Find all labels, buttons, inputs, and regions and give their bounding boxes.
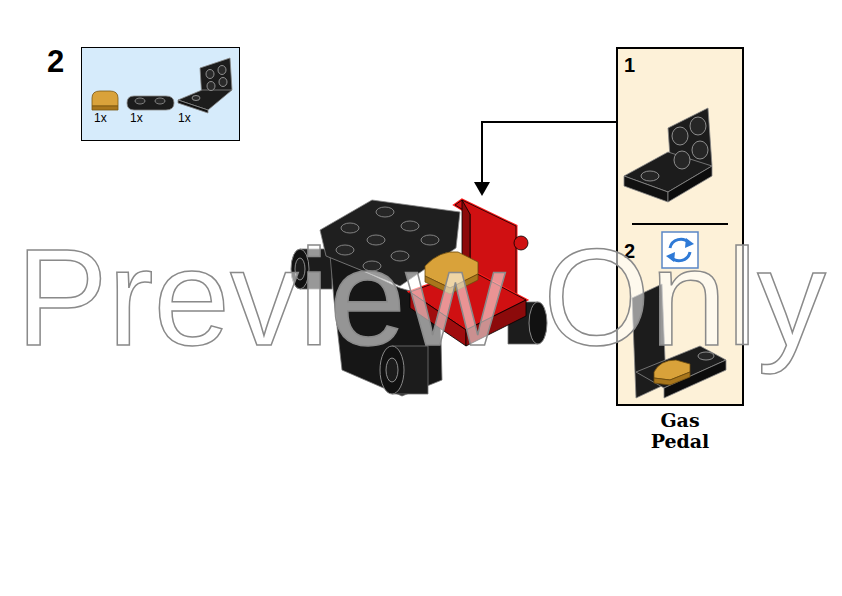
subassembly-ground — [616, 47, 744, 406]
red-bracket — [410, 200, 528, 346]
watermark: Preview Only — [16, 229, 826, 367]
red-bracket-shape — [466, 300, 526, 346]
red-bracket-shape — [514, 236, 528, 250]
studs-shape — [336, 245, 354, 255]
bracket-icon-shape — [218, 66, 226, 75]
bracket-icon-shape — [207, 82, 215, 91]
wheel-shape — [295, 258, 305, 280]
plate-icon-shape — [127, 96, 174, 110]
substep-cell: 1 — [618, 49, 742, 225]
bracket-icon-shape — [192, 96, 200, 101]
plate-icon-shape — [155, 98, 165, 104]
wheel-shape — [380, 346, 404, 394]
rotate-icon-shape — [685, 238, 694, 248]
rotate-icon-shape — [666, 252, 675, 262]
bracket-icon — [178, 58, 232, 113]
studs-shape — [401, 221, 419, 231]
gas-pedal-part — [632, 284, 726, 398]
gold-tile — [425, 252, 478, 294]
bracket-part-shape — [668, 166, 712, 202]
subassembly-title: Gas Pedal — [640, 410, 720, 452]
bracket-part — [624, 108, 712, 202]
substep-cell: 2 — [618, 227, 742, 404]
rotate-icon-shape — [662, 232, 698, 268]
studs-shape — [341, 223, 359, 233]
gas-pedal-part-shape — [654, 372, 690, 385]
bracket-part-shape-shape — [690, 117, 706, 135]
bracket-icon-shape — [178, 90, 232, 110]
step-number: 2 — [47, 46, 64, 77]
gold-tile-icon — [92, 91, 118, 110]
studs-shape — [363, 261, 381, 271]
callout-number: 1 — [624, 55, 635, 75]
bracket-part-shape-shape — [692, 141, 708, 159]
red-bracket-shape — [410, 292, 466, 346]
leader-arrow-shape — [474, 182, 490, 196]
plate-icon-shape — [135, 98, 145, 104]
callout-number: 2 — [624, 241, 635, 261]
rotate-icon — [662, 232, 698, 268]
studs — [336, 207, 439, 271]
bracket-part-shape — [641, 117, 708, 181]
gold-tile-shape — [425, 274, 478, 294]
gas-pedal-part-shape — [698, 352, 714, 360]
studs-shape — [367, 235, 385, 245]
parts-list-ground — [81, 47, 240, 141]
divider-line — [632, 223, 728, 225]
gold-tile-icon-shape — [92, 91, 118, 106]
leader-arrow — [474, 122, 616, 196]
studs-shape — [421, 235, 439, 245]
leader-arrow-shape — [482, 122, 616, 184]
part-count: 1x — [94, 112, 107, 124]
bracket-icon-shape — [206, 70, 214, 79]
wheel-shape — [291, 249, 309, 289]
studs-shape — [376, 207, 394, 217]
bracket-part-shape-shape — [641, 171, 659, 181]
bracket-icon-shape — [219, 78, 227, 87]
subassembly-panel: Gas Pedal12 — [616, 47, 744, 406]
bracket-part-shape-shape — [674, 151, 690, 169]
plate-icon — [127, 96, 174, 110]
studs-shape — [391, 251, 409, 261]
part-count: 1x — [130, 112, 143, 124]
gold-tile-icon-shape — [92, 106, 118, 110]
part-count: 1x — [178, 112, 191, 124]
parts-list-box: 1x 1x 1x — [81, 47, 240, 141]
wheel-shape — [386, 358, 398, 382]
bracket-part-shape-shape — [672, 127, 688, 145]
car-model — [291, 200, 547, 396]
wheel — [380, 346, 428, 394]
wheel-shape — [529, 302, 547, 344]
